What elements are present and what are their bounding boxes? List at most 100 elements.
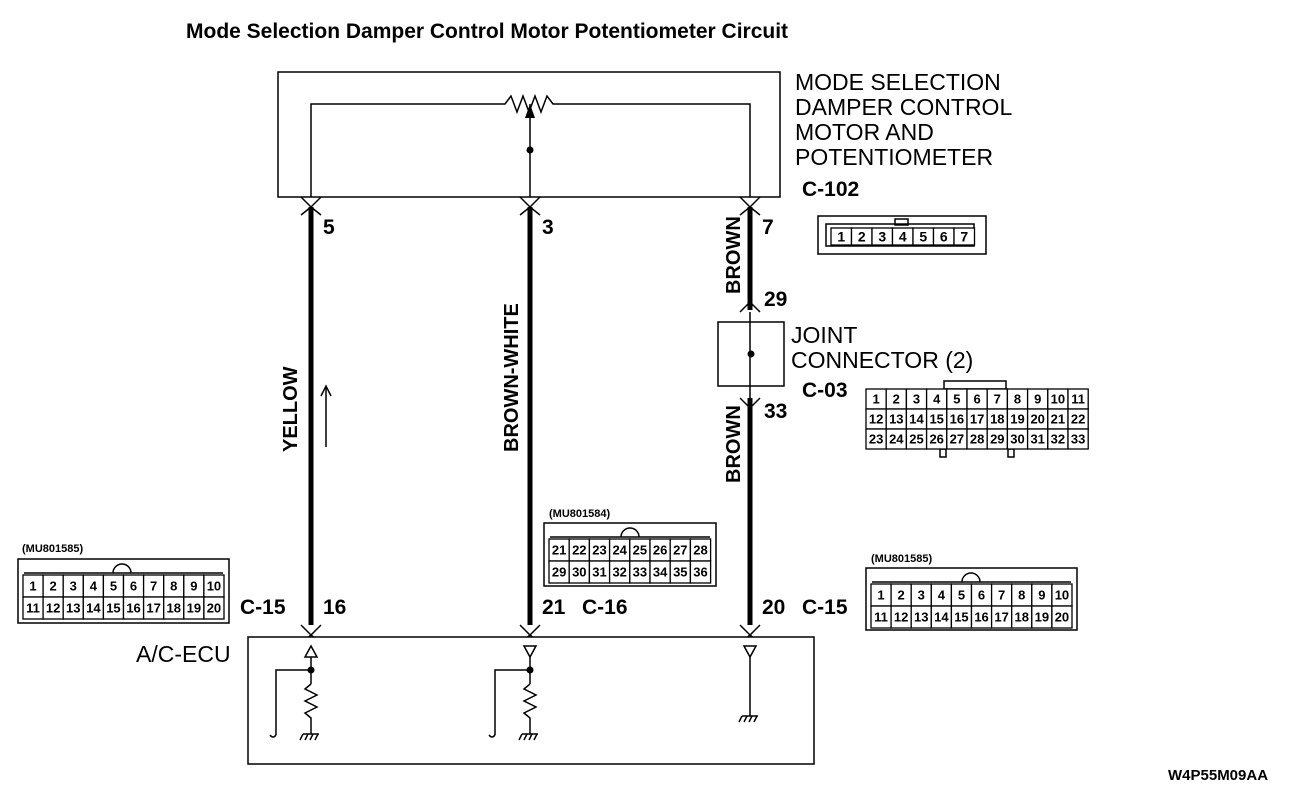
mid-connector-pin-number: 36 [693,565,707,580]
pin-20-label: 20 [762,596,785,619]
right-connector-pin-number: 6 [978,588,985,603]
brown-white-wire-label: BROWN-WHITE [501,303,523,452]
c03-pin-number: 28 [970,432,984,447]
c03-pin-number: 33 [1071,432,1085,447]
ecu-label: A/C-ECU [136,641,231,667]
right-connector-pin-number: 17 [994,610,1008,625]
mid-part-number: (MU801584) [549,508,610,520]
mid-connector-pin-number: 21 [552,543,566,558]
mid-connector-pin-number: 22 [572,543,586,558]
right-connector-pin-number: 19 [1035,610,1049,625]
ecu-internal-circuit-brown-ground [738,645,758,723]
left-connector-pin-number: 20 [207,601,221,616]
c03-pin-number: 13 [889,412,903,427]
mid-connector-pin-number: 31 [592,565,606,580]
c03-pin-number: 31 [1030,432,1044,447]
c03-cell [1067,428,1089,450]
pin-21-label: 21 [542,596,566,619]
right-connector-pin-number: 8 [1018,588,1025,603]
left-connector-pin-number: 2 [50,579,57,594]
c102-pin-number: 1 [837,229,845,245]
c03-pin-number: 20 [1030,412,1044,427]
joint-name-line-1: JOINT [791,322,857,348]
motor-potentiometer-box [277,71,781,198]
joint-terminal-in [739,300,761,313]
mid-connector-pin-number: 35 [673,565,687,580]
c102-pin-number: 5 [919,229,927,245]
right-connector-pin-number: 5 [958,588,965,603]
signal-direction-arrow-icon [320,384,332,447]
right-connector-pin-number: 12 [894,610,908,625]
mid-connector-pin-number: 26 [653,543,667,558]
c102-pin-number: 3 [878,229,886,245]
left-connector-pin-number: 1 [29,579,36,594]
yellow-wire-label: YELLOW [280,366,302,452]
right-connector-pin-number: 2 [898,588,905,603]
c03-pin-number: 11 [1071,392,1085,407]
left-connector-pin-number: 12 [46,601,60,616]
left-connector-pin-number: 15 [106,601,120,616]
c03-pin-number: 6 [973,392,980,407]
potentiometer-symbol [310,93,751,197]
left-connector-pin-number: 11 [26,601,40,616]
ecu-internal-circuit-yellow [269,644,319,741]
left-connector-pin-number: 5 [110,579,117,594]
right-connector-cell [1051,605,1073,629]
mid-connector-pin-number: 29 [552,565,566,580]
mid-connector-pin-number: 23 [592,543,606,558]
mid-connector-pin-number: 30 [572,565,586,580]
brown-white-bottom-connector-code: C-16 [582,596,628,619]
component-name-line-1: MODE SELECTION [795,69,1001,95]
left-connector-pin-number: 17 [146,601,160,616]
right-connector-pin-number: 11 [874,610,888,625]
left-connector-pin-number: 19 [187,601,201,616]
right-connector-pin-number: 3 [918,588,925,603]
joint-terminal-out [739,397,761,410]
left-part-number: (MU801585) [22,543,83,555]
right-connector-pin-number: 15 [954,610,968,625]
c03-pin-number: 17 [970,412,984,427]
c03-pin-number: 23 [869,432,883,447]
diagram-title: Mode Selection Damper Control Motor Pote… [186,20,788,43]
mid-connector-pin-number: 33 [633,565,647,580]
c03-pin-number: 8 [1014,392,1021,407]
left-connector-pin-number: 14 [86,601,101,616]
mid-connector-pin-number: 25 [633,543,647,558]
right-connector-pin-number: 4 [938,588,946,603]
left-connector-pin-number: 3 [70,579,77,594]
right-connector-pin-number: 20 [1055,610,1069,625]
mid-connector-cell [689,560,712,584]
pin-3-label: 3 [542,216,554,239]
c102-cell [953,227,976,246]
c03-pin-number: 22 [1071,412,1085,427]
left-connector-pin-number: 13 [66,601,80,616]
c102-pin-number: 4 [899,229,907,245]
left-connector-pin-number: 8 [170,579,177,594]
ecu-internal-circuit-brown-white [488,645,538,741]
component-name-line-4: POTENTIOMETER [795,144,993,170]
c03-pin-number: 30 [1010,432,1024,447]
c03-pin-number: 27 [950,432,964,447]
joint-pin-33-label: 33 [764,400,787,423]
joint-pin-29-label: 29 [764,288,787,311]
c03-pin-number: 9 [1034,392,1041,407]
joint-name-line-2: CONNECTOR (2) [791,347,973,373]
c03-pin-number: 32 [1051,432,1065,447]
right-connector-pin-number: 1 [877,588,884,603]
mid-connector-pin-number: 28 [693,543,707,558]
right-connector-pin-number: 18 [1015,610,1029,625]
c03-pin-number: 10 [1051,392,1065,407]
joint-connector-code: C-03 [802,379,848,402]
left-connector-pin-number: 10 [207,579,221,594]
ac-ecu-box [247,636,815,765]
c102-pin-number: 7 [960,229,968,245]
left-connector-pin-number: 6 [130,579,137,594]
c03-pin-number: 2 [893,392,900,407]
brown-bottom-connector-code: C-15 [802,596,848,619]
right-connector-pin-number: 16 [974,610,988,625]
